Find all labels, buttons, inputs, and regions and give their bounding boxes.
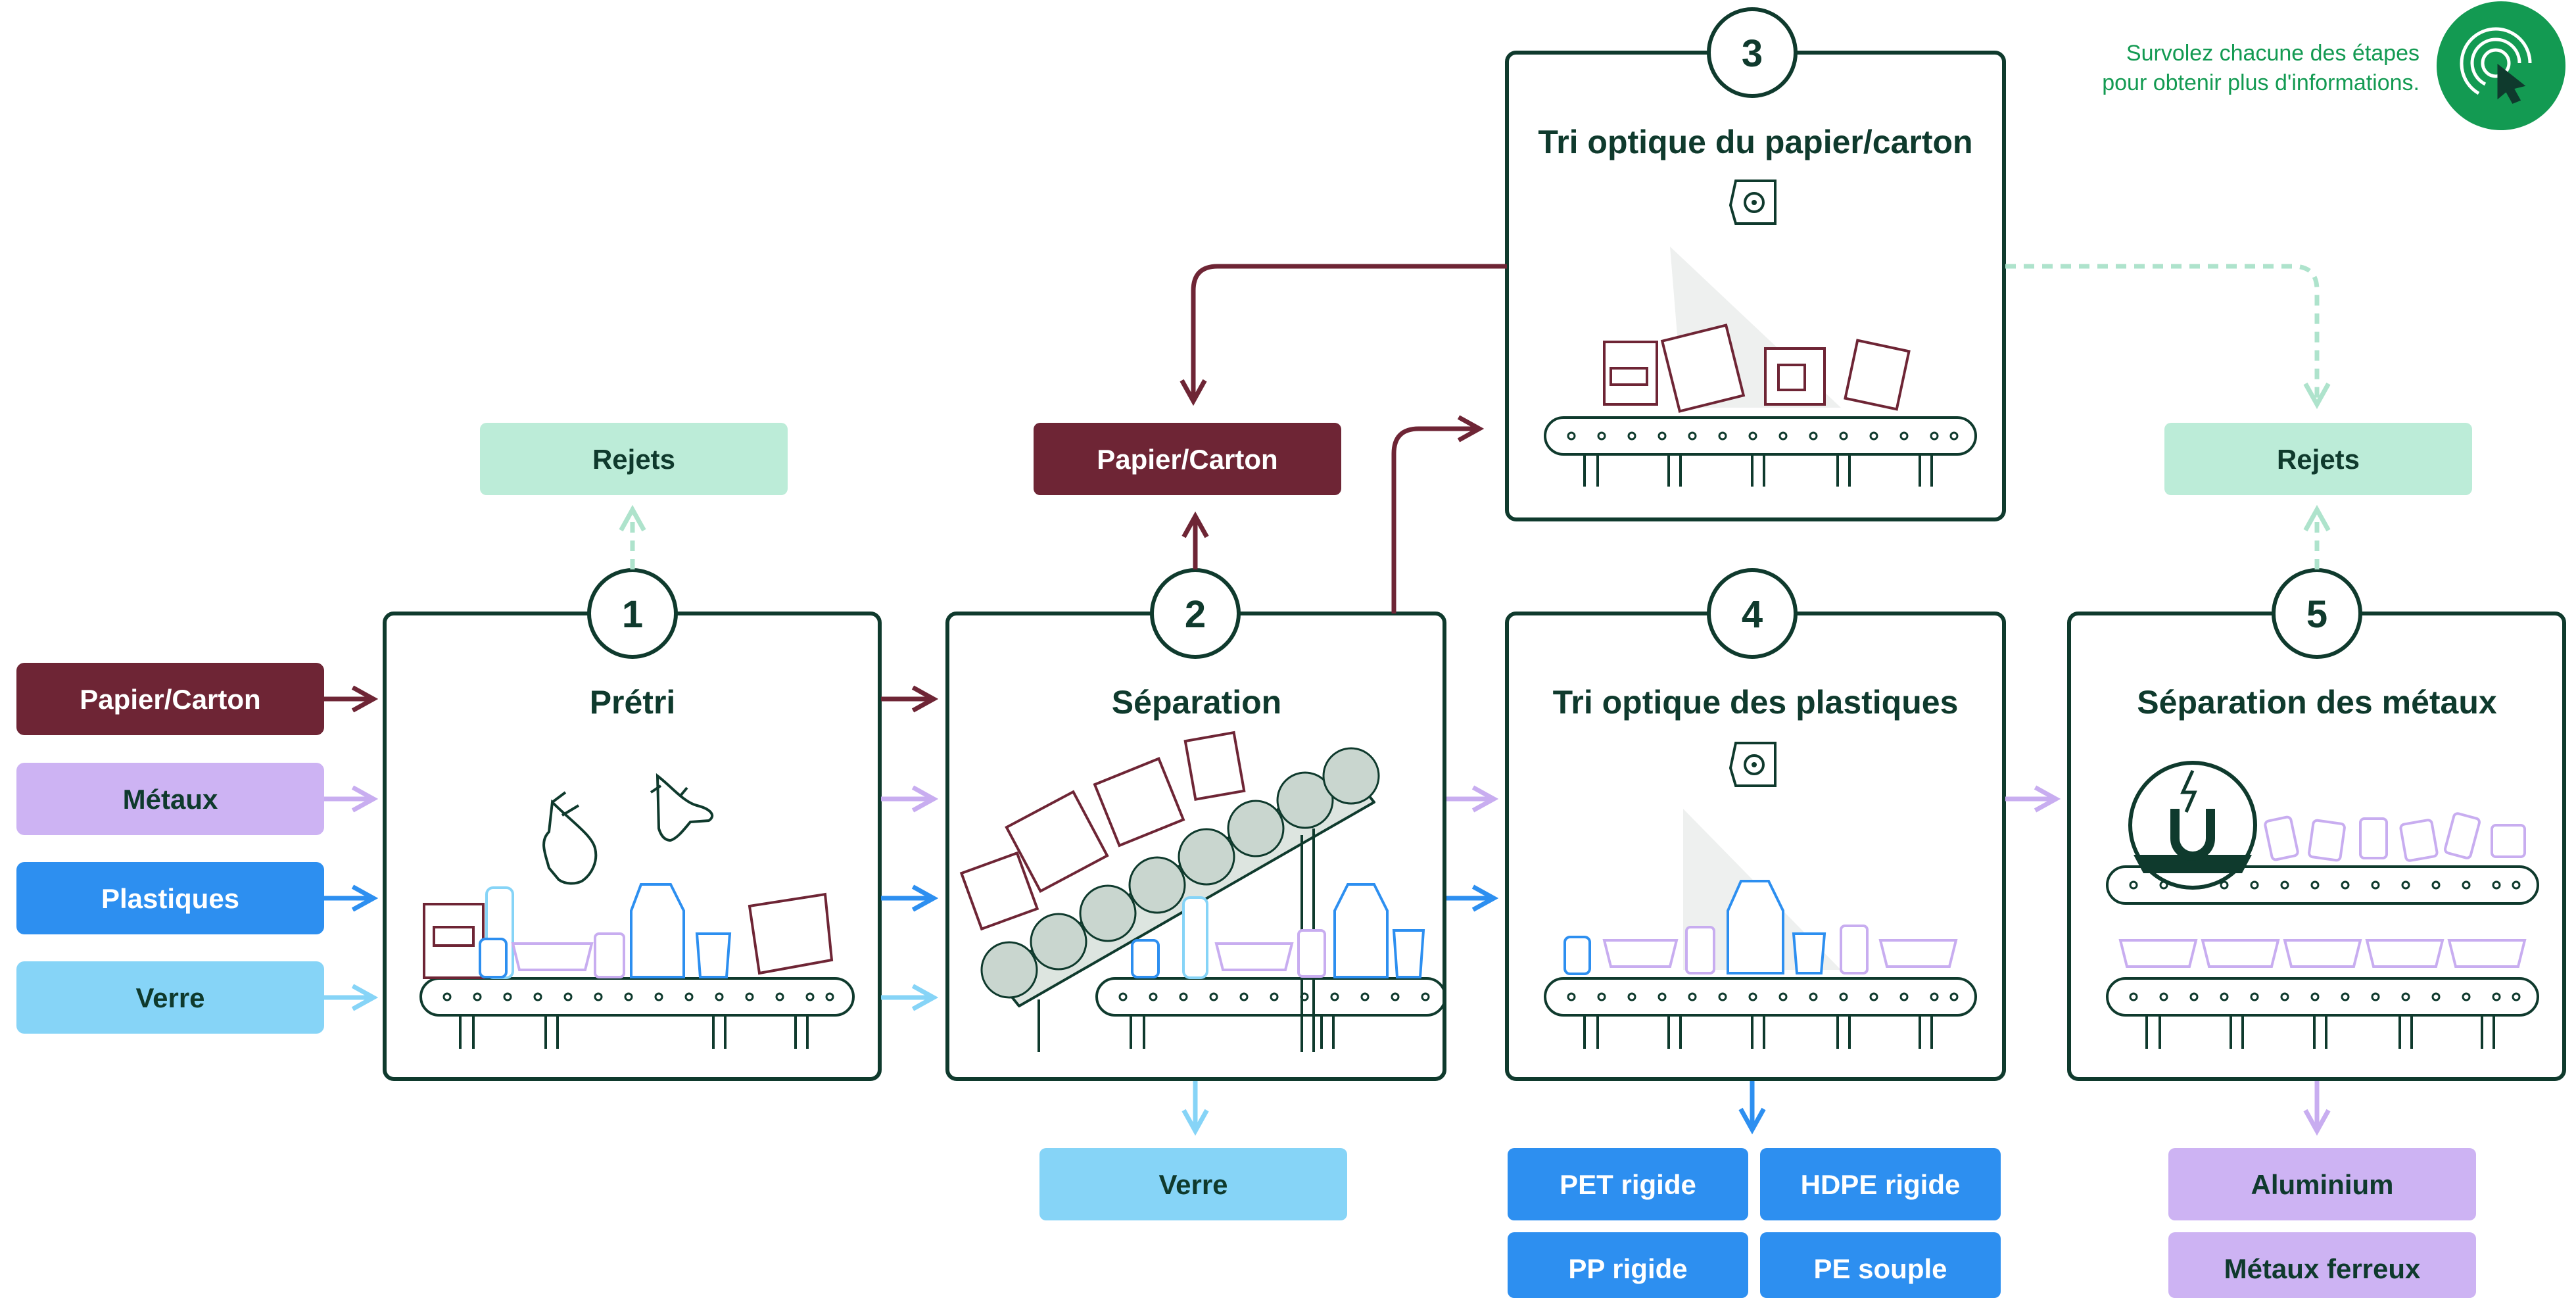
output-aluminium[interactable]: Aluminium	[2168, 1148, 2476, 1220]
step-5-separation-metaux[interactable]: Séparation des métaux	[2067, 568, 2566, 1081]
output-verre-label: Verre	[1158, 1169, 1228, 1200]
step-3-number: 3	[1742, 32, 1763, 75]
step-2-title: Séparation	[1112, 684, 1281, 721]
step-2-badge: 2	[1150, 568, 1241, 659]
input-arrows	[324, 699, 373, 998]
output-pet-rigide[interactable]: PET rigide	[1508, 1148, 1748, 1220]
hint-line-2: pour obtenir plus d'informations.	[2102, 70, 2420, 95]
step-5-title: Séparation des métaux	[2137, 684, 2497, 721]
output-pe-souple-label: PE souple	[1813, 1253, 1947, 1284]
step-2-separation[interactable]: Séparation	[945, 568, 1446, 1081]
step-1-title: Prétri	[590, 684, 676, 721]
output-pet-rigide-label: PET rigide	[1560, 1169, 1696, 1200]
conveyor-3	[1544, 416, 1977, 487]
step-1-badge: 1	[587, 568, 678, 659]
input-papier-carton[interactable]: Papier/Carton	[16, 663, 324, 735]
output-aluminium-label: Aluminium	[2251, 1169, 2394, 1200]
output-rejets-1[interactable]: Rejets	[480, 423, 788, 495]
step-1-number: 1	[622, 593, 643, 636]
output-rejets-1-label: Rejets	[592, 444, 675, 475]
step-4-badge: 4	[1707, 568, 1798, 659]
output-pp-rigide-label: PP rigide	[1568, 1253, 1687, 1284]
output-verre[interactable]: Verre	[1039, 1148, 1347, 1220]
step-1-pretri[interactable]: Prétri	[383, 568, 882, 1081]
output-pp-rigide[interactable]: PP rigide	[1508, 1232, 1748, 1298]
step-4-title: Tri optique des plastiques	[1553, 684, 1959, 721]
output-papier-carton[interactable]: Papier/Carton	[1034, 423, 1341, 495]
step-3-title: Tri optique du papier/carton	[1538, 124, 1972, 160]
inclined-conveyor	[959, 731, 1380, 1052]
input-papier-carton-label: Papier/Carton	[80, 684, 260, 715]
hint: Survolez chacune des étapes pour obtenir…	[2102, 1, 2565, 130]
step-5-number: 5	[2306, 593, 2327, 636]
conveyor-5	[2106, 939, 2539, 1049]
items-on-conveyor-2	[1131, 883, 1425, 979]
magnet-conveyor	[2106, 812, 2539, 905]
flow-arrows	[632, 264, 2317, 1131]
input-verre-label: Verre	[135, 982, 204, 1013]
output-hdpe-rigide-label: HDPE rigide	[1801, 1169, 1961, 1200]
conveyor-4	[1544, 977, 1977, 1049]
hint-line-1: Survolez chacune des étapes	[2126, 41, 2420, 66]
step-3-badge: 3	[1707, 7, 1798, 98]
output-papier-carton-label: Papier/Carton	[1097, 444, 1277, 475]
magnet-icon	[2128, 761, 2257, 890]
mixed-waste-items-1	[423, 883, 834, 979]
step-4-number: 4	[1742, 593, 1763, 636]
hands-icon	[542, 773, 714, 885]
output-rejets-5-label: Rejets	[2277, 444, 2360, 475]
input-verre[interactable]: Verre	[16, 961, 324, 1034]
input-plastiques[interactable]: Plastiques	[16, 862, 324, 934]
step-3-tri-optique-papier[interactable]: Tri optique du papier/carton	[1505, 7, 2006, 521]
input-metaux[interactable]: Métaux	[16, 763, 324, 835]
step-4-tri-optique-plastiques[interactable]: Tri optique des plastiques	[1505, 568, 2006, 1081]
hover-pointer-icon	[2437, 1, 2565, 130]
paper-boxes	[1603, 324, 1911, 413]
input-plastiques-label: Plastiques	[101, 883, 239, 914]
output-metaux-ferreux[interactable]: Métaux ferreux	[2168, 1232, 2476, 1298]
conveyor-2	[1095, 883, 1446, 1049]
output-metaux-ferreux-label: Métaux ferreux	[2224, 1253, 2421, 1284]
input-metaux-label: Métaux	[123, 784, 218, 815]
output-hdpe-rigide[interactable]: HDPE rigide	[1760, 1148, 2001, 1220]
output-rejets-5[interactable]: Rejets	[2164, 423, 2472, 495]
output-pe-souple[interactable]: PE souple	[1760, 1232, 2001, 1298]
step-2-number: 2	[1185, 593, 1206, 636]
step-5-badge: 5	[2272, 568, 2362, 659]
plastic-items	[1563, 880, 1958, 975]
